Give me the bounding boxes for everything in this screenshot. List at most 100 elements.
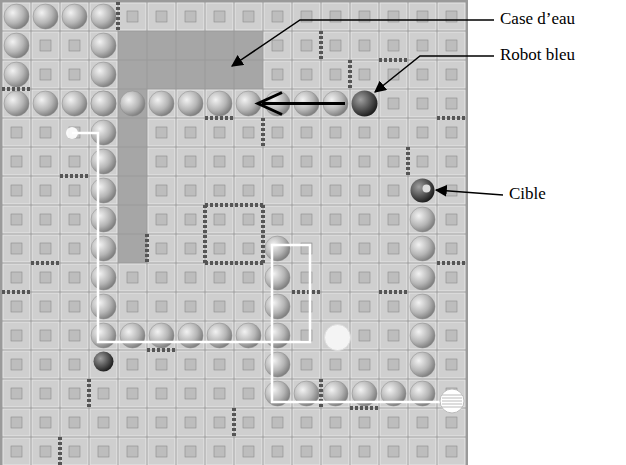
board-cell xyxy=(90,61,117,88)
board-cell xyxy=(90,409,117,436)
board-cell xyxy=(264,409,291,436)
board-cell xyxy=(90,264,117,291)
board-cell xyxy=(409,438,436,465)
leader-line xyxy=(232,20,494,66)
wall xyxy=(31,261,60,265)
board-cell xyxy=(3,438,30,465)
board-cell xyxy=(3,206,30,233)
trail-ball xyxy=(265,352,290,377)
trail-ball xyxy=(62,91,87,116)
board-cell xyxy=(380,90,407,117)
board-cell xyxy=(3,322,30,349)
wall xyxy=(145,234,149,263)
trail-ball xyxy=(91,91,116,116)
board-cell xyxy=(177,235,204,262)
callout-label: Robot bleu xyxy=(498,45,577,65)
board-cell xyxy=(409,409,436,436)
board-cell xyxy=(351,148,378,175)
board-cell xyxy=(264,119,291,146)
board-cell xyxy=(177,438,204,465)
board-cell xyxy=(119,322,146,349)
board-cell xyxy=(235,3,262,30)
board-cell xyxy=(206,119,233,146)
board-cell xyxy=(235,177,262,204)
board-cell xyxy=(409,322,436,349)
board-cell xyxy=(148,293,175,320)
board-cell xyxy=(32,409,59,436)
board-cell xyxy=(206,177,233,204)
board-cell xyxy=(177,90,204,117)
board-cell xyxy=(119,32,146,59)
board-cell xyxy=(380,264,407,291)
board-cell xyxy=(206,293,233,320)
wall xyxy=(203,205,207,263)
trail-ball xyxy=(91,149,116,174)
board-cell xyxy=(351,235,378,262)
board-cell xyxy=(235,351,262,378)
board-cell xyxy=(148,322,175,349)
board-cell xyxy=(119,3,146,30)
trail-ball xyxy=(178,323,203,348)
board-cell xyxy=(206,206,233,233)
board-cell xyxy=(90,322,117,349)
board-cell xyxy=(177,380,204,407)
board-cell xyxy=(409,119,436,146)
board-cell xyxy=(3,32,30,59)
board-cell xyxy=(409,235,436,262)
board-cell xyxy=(206,90,233,117)
board-cell xyxy=(3,61,30,88)
board-cell xyxy=(61,90,88,117)
board-cell xyxy=(61,148,88,175)
board-cell xyxy=(3,90,30,117)
board-cell xyxy=(177,293,204,320)
board-cell xyxy=(235,264,262,291)
board-cell xyxy=(380,32,407,59)
wall xyxy=(437,261,466,265)
board-cell xyxy=(293,235,320,262)
board-cell xyxy=(177,177,204,204)
trail-ball xyxy=(207,91,232,116)
trail-ball xyxy=(265,236,290,261)
wall xyxy=(437,116,466,120)
board-cell xyxy=(293,61,320,88)
start-mark xyxy=(66,127,78,139)
trail-ball xyxy=(91,207,116,232)
trail-ball xyxy=(91,323,116,348)
board-cell xyxy=(61,409,88,436)
board-cell xyxy=(235,119,262,146)
board-cell xyxy=(235,148,262,175)
wall xyxy=(58,437,62,465)
board-cell xyxy=(119,177,146,204)
board-cell xyxy=(177,61,204,88)
board-cell xyxy=(90,32,117,59)
board-cell xyxy=(32,293,59,320)
leader-line xyxy=(375,56,494,92)
board-cell xyxy=(32,3,59,30)
wall xyxy=(261,205,265,263)
board-cell xyxy=(206,235,233,262)
board-cell xyxy=(322,293,349,320)
board-cell xyxy=(206,61,233,88)
board-cell xyxy=(90,206,117,233)
board-cell xyxy=(32,177,59,204)
white-robot xyxy=(325,325,351,351)
board-cell xyxy=(351,264,378,291)
board-cell xyxy=(206,380,233,407)
trail-ball xyxy=(410,236,435,261)
trail-ball xyxy=(410,265,435,290)
board-cell xyxy=(32,61,59,88)
board-cell xyxy=(438,119,465,146)
board-cell xyxy=(148,32,175,59)
board-cell xyxy=(322,61,349,88)
trail-ball xyxy=(410,207,435,232)
board-cell xyxy=(351,351,378,378)
board-cell xyxy=(438,90,465,117)
board-cell xyxy=(409,32,436,59)
callout-label: Case d’eau xyxy=(498,9,577,29)
wall xyxy=(205,116,234,120)
board-cell xyxy=(90,438,117,465)
board-cell xyxy=(32,119,59,146)
board-cell xyxy=(409,206,436,233)
board-cell xyxy=(351,61,378,88)
board-cell xyxy=(3,119,30,146)
